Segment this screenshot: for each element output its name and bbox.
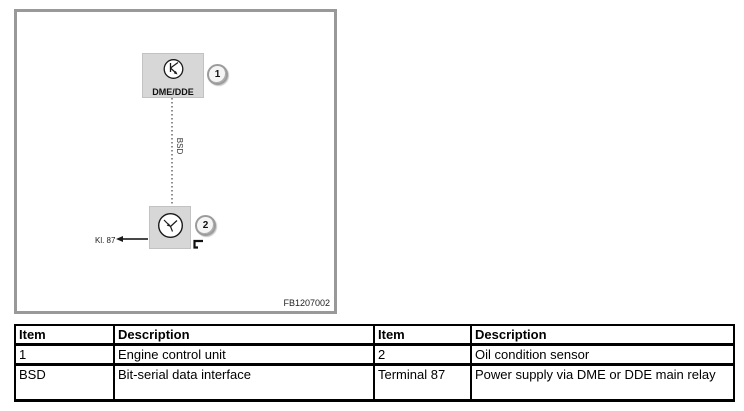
cell-item: BSD (14, 363, 115, 402)
transistor-icon (162, 58, 185, 86)
sensor-icon (157, 212, 184, 244)
bsd-bus-label: BSD (175, 137, 184, 155)
ecu-label: DME/DDE (152, 87, 194, 97)
ecu-node: DME/DDE (142, 53, 204, 98)
cell-item: 2 (373, 343, 472, 366)
terminal-87-label: Kl. 87 (95, 235, 116, 245)
item-badge-2: 2 (195, 215, 216, 236)
col-header-description-1: Description (113, 324, 375, 346)
legend-table: Item Description Item Description 1 Engi… (14, 324, 735, 402)
arrow-left-icon (116, 231, 149, 249)
cell-description: Bit-serial data interface (113, 363, 375, 402)
table-row: BSD Bit-serial data interface Terminal 8… (14, 363, 735, 402)
figure-id: FB1207002 (283, 298, 330, 308)
item-badge-1: 1 (207, 64, 228, 85)
sensor-node (149, 206, 191, 249)
legend-header-row: Item Description Item Description (14, 324, 735, 346)
cell-item: Terminal 87 (373, 363, 472, 402)
cell-description: Power supply via DME or DDE main relay (470, 363, 735, 402)
terminal-87-lead: Kl. 87 (95, 235, 149, 245)
col-header-item-1: Item (14, 324, 115, 346)
cell-description: Oil condition sensor (470, 343, 735, 366)
cell-item: 1 (14, 343, 115, 366)
col-header-description-2: Description (470, 324, 735, 346)
table-row: 1 Engine control unit 2 Oil condition se… (14, 343, 735, 366)
bsd-bus-line (171, 98, 173, 206)
pin-icon (191, 239, 205, 257)
col-header-item-2: Item (373, 324, 472, 346)
diagram-frame: DME/DDE 1 BSD 2 Kl. 87 (14, 9, 337, 314)
cell-description: Engine control unit (113, 343, 375, 366)
